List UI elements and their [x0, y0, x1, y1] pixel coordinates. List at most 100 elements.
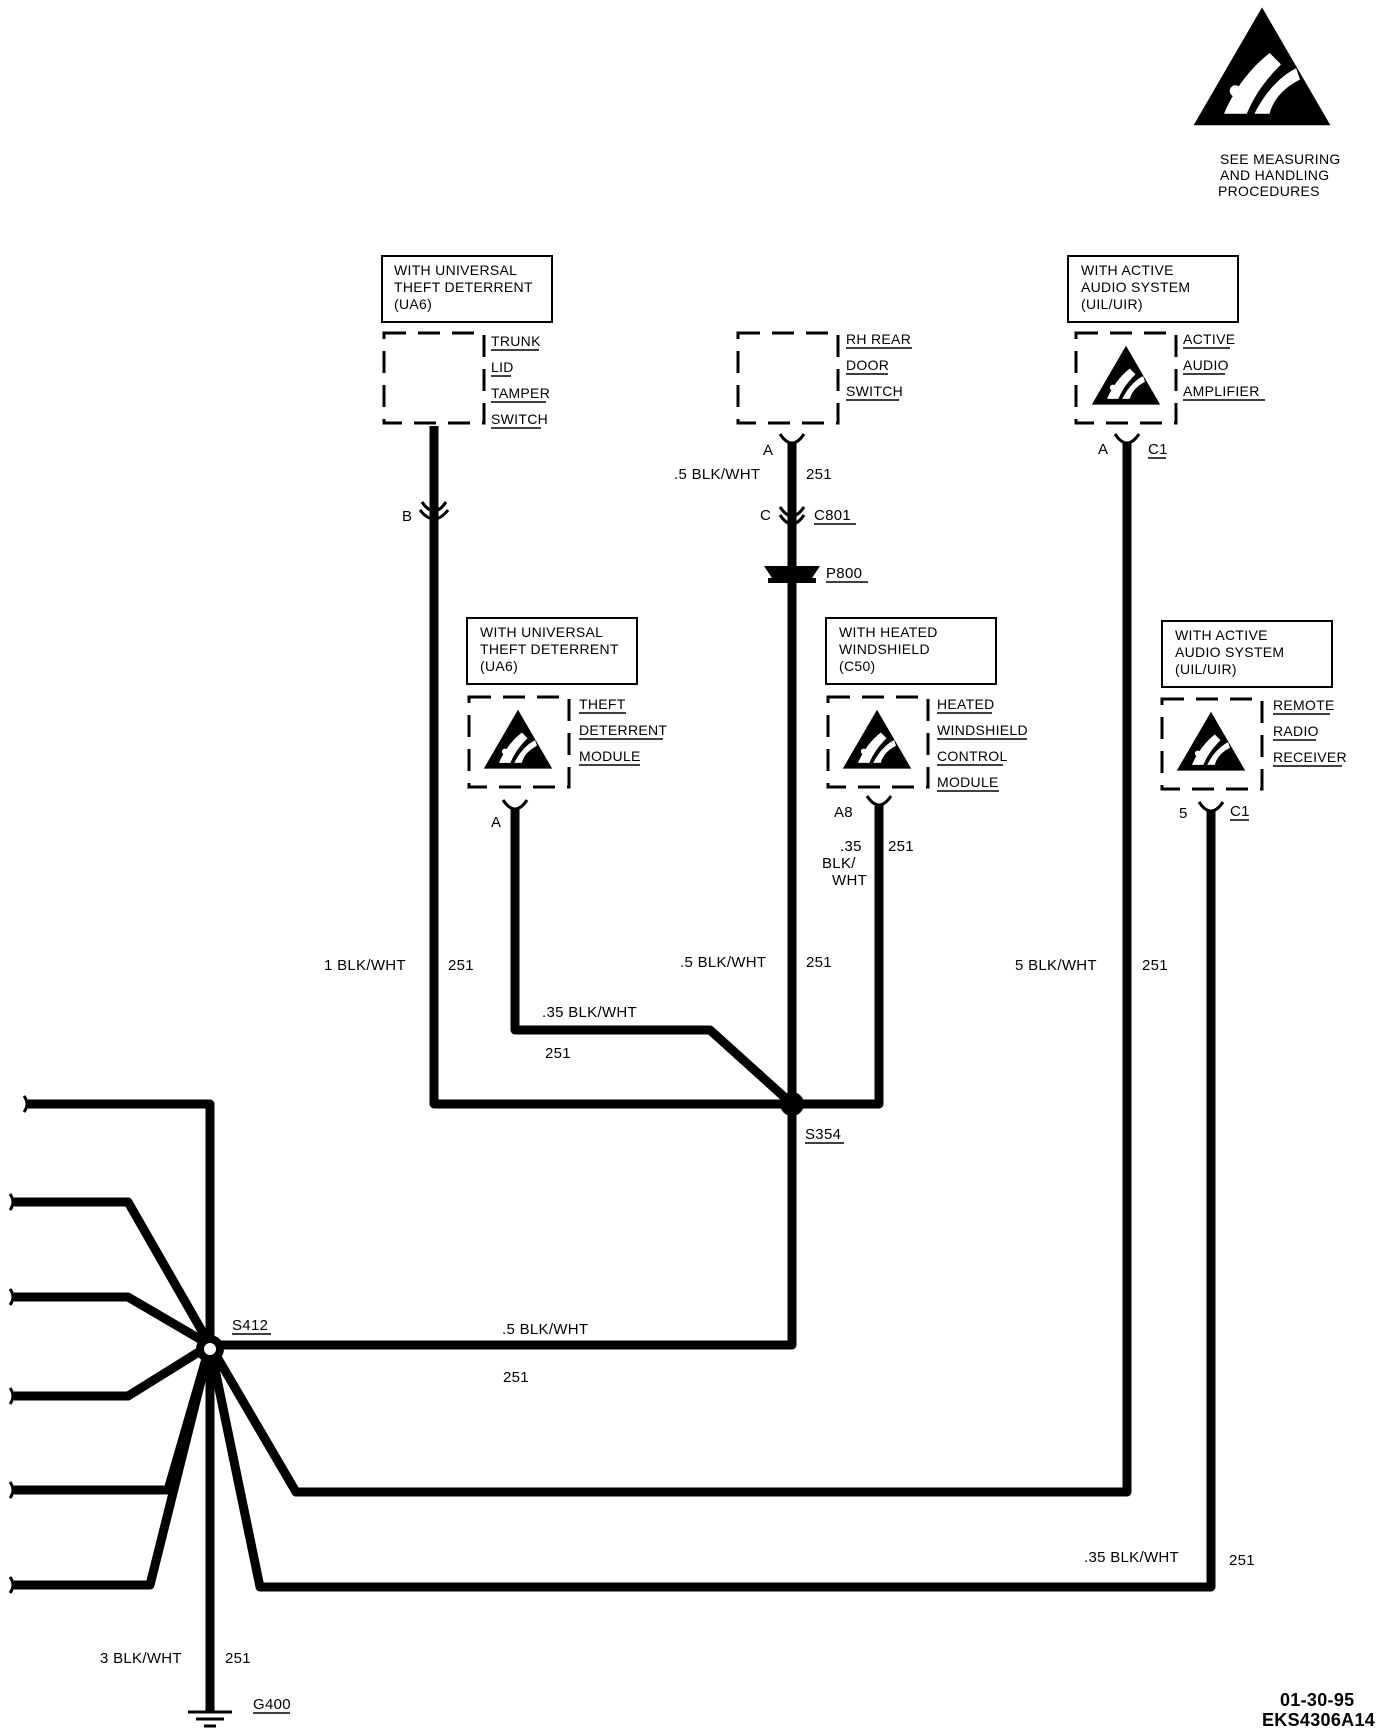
theft-module-esd-icon — [483, 709, 553, 769]
svg-text:SWITCH: SWITCH — [846, 383, 903, 399]
svg-text:TRUNK: TRUNK — [491, 333, 541, 349]
amp-condition-line-1: WITH ACTIVE — [1081, 262, 1174, 278]
trunk-circuit-label: 251 — [448, 957, 474, 974]
heated-pin-label: A8 — [834, 804, 853, 821]
radio-receiver-label: REMOTE RADIO RECEIVER — [1273, 697, 1347, 767]
theft-condition-box — [466, 617, 638, 685]
theft-condition-line-3: (UA6) — [480, 658, 518, 674]
footer-code: EKS4306A14 — [1262, 1710, 1375, 1730]
radio-condition-box — [1161, 620, 1333, 688]
vertical-circuit-label: 251 — [806, 954, 832, 971]
trunk-switch-box — [382, 331, 486, 425]
amp-wire-label: 5 BLK/WHT — [1015, 957, 1097, 974]
s354-splice — [780, 1092, 804, 1116]
connector-cups — [418, 433, 1225, 813]
heated-wire-label-2: BLK/ — [822, 855, 856, 872]
amp-condition-line-2: AUDIO SYSTEM — [1081, 279, 1190, 295]
radio-condition-line-1: WITH ACTIVE — [1175, 627, 1268, 643]
esd-note-line-1: SEE MEASURING — [1220, 151, 1341, 167]
svg-text:THEFT: THEFT — [579, 696, 626, 712]
trunk-switch-label: TRUNK LID TAMPER SWITCH — [491, 333, 550, 429]
esd-warning-icon — [1193, 7, 1331, 126]
trunk-condition-line-2: THEFT DETERRENT — [394, 279, 533, 295]
c801-pin-label: C — [760, 507, 771, 524]
s412-splice-center — [204, 1343, 216, 1355]
trunk-pin-label: B — [402, 508, 412, 525]
s412-circuit-label: 251 — [503, 1369, 529, 1386]
svg-text:ACTIVE: ACTIVE — [1183, 331, 1235, 347]
door-pin-label: A — [763, 442, 773, 459]
door-switch-label: RH REAR DOOR SWITCH — [846, 331, 912, 401]
amp-conn-label: C1 — [1148, 441, 1168, 458]
heated-ws-module-esd-icon — [842, 709, 912, 769]
radio-circuit-label: 251 — [1229, 1552, 1255, 1569]
svg-text:HEATED: HEATED — [937, 696, 995, 712]
p800-label: P800 — [826, 565, 862, 582]
audio-amplifier-box — [1074, 331, 1178, 425]
theft-module-label: THEFT DETERRENT MODULE — [579, 696, 667, 766]
amp-pin-label: A — [1098, 441, 1108, 458]
s412-label: S412 — [232, 1317, 268, 1334]
radio-condition-line-3: (UIL/UIR) — [1175, 661, 1237, 677]
heated-ws-module-label: HEATED WINDSHIELD CONTROL MODULE — [937, 696, 1028, 792]
theft-condition-line-1: WITH UNIVERSAL — [480, 624, 603, 640]
audio-amplifier-esd-icon — [1091, 345, 1161, 405]
svg-text:MODULE: MODULE — [579, 748, 641, 764]
trunk-condition-line-1: WITH UNIVERSAL — [394, 262, 517, 278]
heated-circuit-label: 251 — [888, 838, 914, 855]
radio-receiver-esd-icon — [1176, 711, 1246, 771]
door-circuit-label: 251 — [806, 466, 832, 483]
s412-wire-label: .5 BLK/WHT — [502, 1321, 588, 1338]
ground-icon — [188, 1710, 232, 1728]
door-switch-box — [736, 331, 840, 425]
radio-wire-label: .35 BLK/WHT — [1084, 1549, 1179, 1566]
esd-note-line-2: AND HANDLING — [1220, 167, 1329, 183]
radio-receiver-box — [1160, 697, 1264, 791]
ground-wire-label: 3 BLK/WHT — [100, 1650, 182, 1667]
amp-circuit-label: 251 — [1142, 957, 1168, 974]
heated-condition-line-1: WITH HEATED — [839, 624, 938, 640]
theft-pin-label: A — [491, 814, 501, 831]
footer-date: 01-30-95 — [1280, 1690, 1354, 1710]
amp-condition-line-3: (UIL/UIR) — [1081, 296, 1143, 312]
svg-text:LID: LID — [491, 359, 514, 375]
radio-condition-line-2: AUDIO SYSTEM — [1175, 644, 1284, 660]
trunk-condition-box — [381, 255, 553, 323]
svg-text:AUDIO: AUDIO — [1183, 357, 1229, 373]
heated-condition-box — [825, 617, 997, 685]
theft-circuit-label: 251 — [545, 1045, 571, 1062]
s354-label: S354 — [805, 1126, 841, 1143]
ground-circuit-label: 251 — [225, 1650, 251, 1667]
theft-module-box — [467, 695, 571, 789]
p800-connector-icon — [764, 566, 820, 583]
esd-note-line-3: PROCEDURES — [1218, 183, 1320, 199]
svg-text:RH REAR: RH REAR — [846, 331, 911, 347]
amp-condition-box — [1067, 255, 1239, 323]
svg-text:REMOTE: REMOTE — [1273, 697, 1335, 713]
svg-text:DOOR: DOOR — [846, 357, 889, 373]
heated-condition-line-3: (C50) — [839, 658, 876, 674]
trunk-condition-line-3: (UA6) — [394, 296, 432, 312]
trunk-wire-label: 1 BLK/WHT — [324, 957, 406, 974]
heated-wire-label-3: WHT — [832, 872, 867, 889]
svg-text:RADIO: RADIO — [1273, 723, 1319, 739]
wiring — [14, 426, 1216, 1712]
c801-label: C801 — [814, 507, 851, 524]
svg-text:AMPLIFIER: AMPLIFIER — [1183, 383, 1260, 399]
audio-amplifier-label: ACTIVE AUDIO AMPLIFIER — [1183, 331, 1265, 401]
theft-wire-label: .35 BLK/WHT — [542, 1004, 637, 1021]
svg-text:RECEIVER: RECEIVER — [1273, 749, 1347, 765]
svg-text:MODULE: MODULE — [937, 774, 999, 790]
heated-condition-line-2: WINDSHIELD — [839, 641, 930, 657]
svg-text:DETERRENT: DETERRENT — [579, 722, 667, 738]
heated-wire-label-1: .35 — [840, 838, 862, 855]
heated-ws-module-box — [826, 695, 930, 789]
svg-text:WINDSHIELD: WINDSHIELD — [937, 722, 1028, 738]
svg-text:CONTROL: CONTROL — [937, 748, 1008, 764]
svg-text:SWITCH: SWITCH — [491, 411, 548, 427]
radio-pin-label: 5 — [1179, 805, 1188, 822]
g400-label: G400 — [253, 1696, 291, 1713]
vertical-wire-label: .5 BLK/WHT — [680, 954, 766, 971]
theft-condition-line-2: THEFT DETERRENT — [480, 641, 619, 657]
